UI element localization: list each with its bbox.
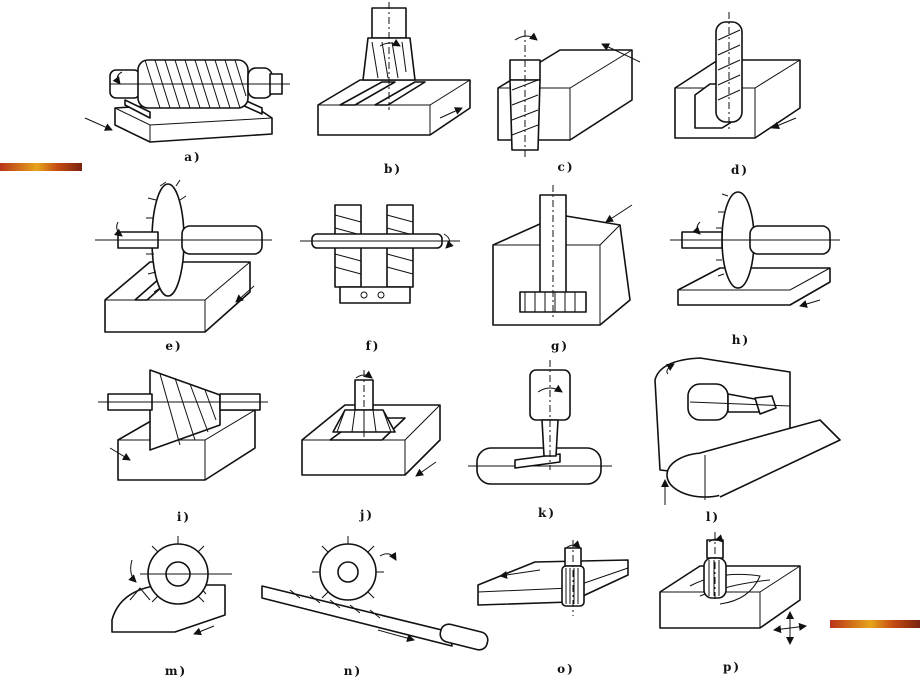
caption-i: i) <box>176 510 192 524</box>
caption-k: k) <box>538 506 556 520</box>
right-decoration-bar <box>830 620 920 628</box>
caption-j: j) <box>359 508 375 522</box>
panel-d-pocket-milling <box>674 12 801 139</box>
caption-b: b) <box>383 162 403 176</box>
caption-p: p) <box>722 660 742 674</box>
caption-o: o) <box>557 662 575 676</box>
panel-f-gang-milling <box>300 204 460 304</box>
caption-n: n) <box>343 664 363 678</box>
caption-d: d) <box>730 163 750 177</box>
caption-h: h) <box>731 333 751 347</box>
panel-m-gear-milling <box>111 536 232 636</box>
panel-p-surface-milling <box>659 532 807 645</box>
panel-l-cam-milling <box>654 357 841 505</box>
panel-j-dovetail-milling <box>301 370 441 477</box>
panel-c-end-milling <box>497 30 641 160</box>
caption-e: e) <box>165 339 183 353</box>
caption-g: g) <box>550 339 570 353</box>
panel-h-form-milling <box>670 191 840 308</box>
caption-a: a) <box>184 150 202 164</box>
panel-b-face-milling <box>317 2 471 136</box>
caption-c: c) <box>557 160 575 174</box>
left-decoration-bar <box>0 163 82 171</box>
caption-f: f) <box>365 339 381 353</box>
caption-m: m) <box>164 664 188 678</box>
panel-o-contour-milling <box>477 540 629 616</box>
caption-l: l) <box>705 510 721 524</box>
panel-a-slab-milling <box>84 59 290 143</box>
panel-g-t-slot-milling <box>492 185 633 326</box>
panel-e-side-face-cutter <box>95 179 272 333</box>
panel-k-keyway-milling <box>468 360 612 485</box>
panel-i-angle-milling <box>98 369 268 481</box>
panel-n-helical-groove-milling <box>261 536 489 651</box>
